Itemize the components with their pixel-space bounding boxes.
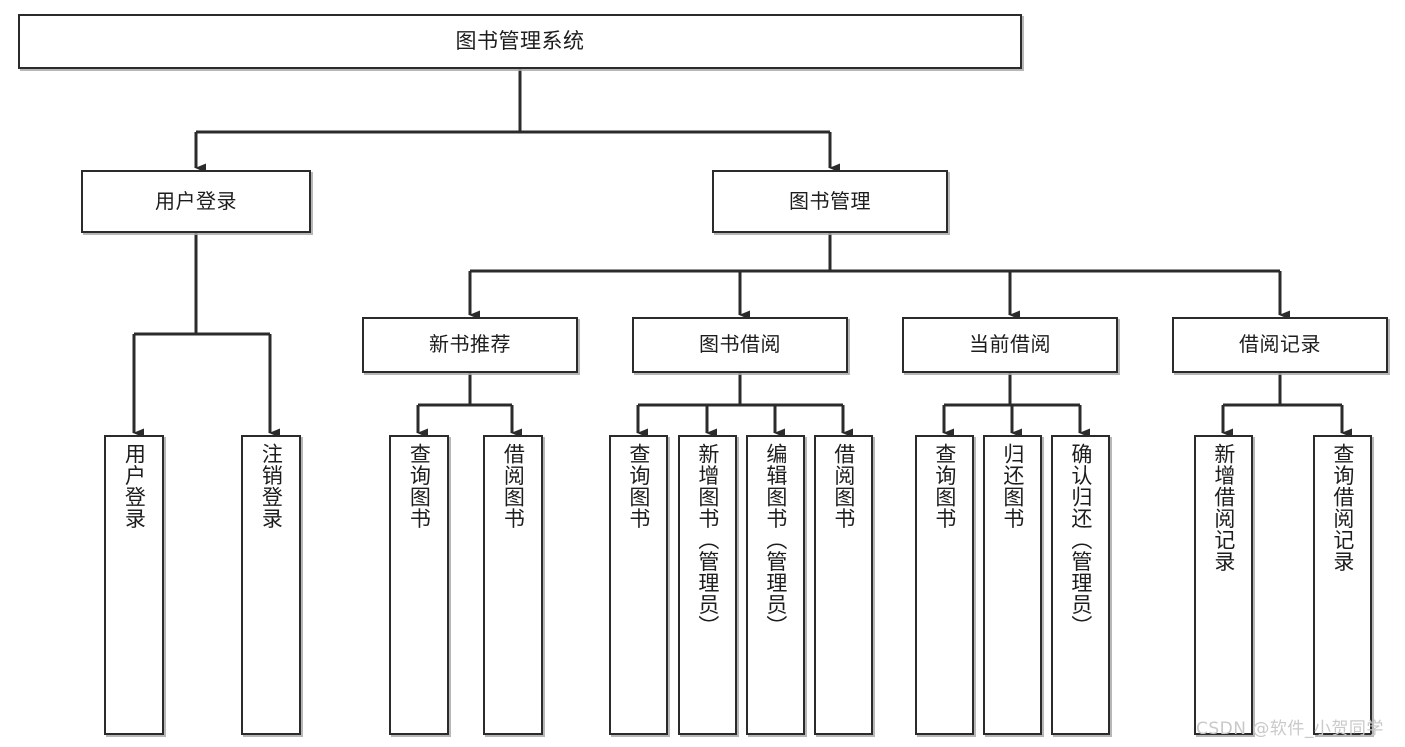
node-root-label: 图书管理系统	[455, 29, 585, 54]
leaf-borrow-book-1[interactable]: 借阅图书	[483, 435, 543, 735]
leaf-edit-book[interactable]: 编辑图书（管理员）	[746, 435, 805, 735]
leaf-borrow-book-2[interactable]: 借阅图书	[814, 435, 873, 735]
leaf-borrow-book-1-label: 借阅图书	[501, 443, 526, 529]
node-book-manage-label: 图书管理	[789, 188, 871, 213]
node-current-borrow[interactable]: 当前借阅	[902, 317, 1118, 373]
leaf-query-book-2[interactable]: 查询图书	[609, 435, 668, 735]
leaf-return-book-label: 归还图书	[1000, 443, 1025, 529]
node-new-book-recommend-label: 新书推荐	[429, 332, 511, 357]
leaf-logout-label: 注销登录	[259, 443, 284, 529]
node-root[interactable]: 图书管理系统	[18, 14, 1022, 69]
node-book-borrow[interactable]: 图书借阅	[632, 317, 848, 373]
leaf-add-book[interactable]: 新增图书（管理员）	[678, 435, 737, 735]
leaf-return-book[interactable]: 归还图书	[983, 435, 1042, 735]
leaf-query-record[interactable]: 查询借阅记录	[1313, 435, 1372, 735]
node-borrow-record-label: 借阅记录	[1239, 332, 1321, 357]
leaf-query-book-2-label: 查询图书	[626, 443, 651, 529]
leaf-confirm-return-label: 确认归还（管理员）	[1068, 443, 1093, 637]
node-new-book-recommend[interactable]: 新书推荐	[362, 317, 578, 373]
leaf-confirm-return[interactable]: 确认归还（管理员）	[1051, 435, 1110, 735]
node-user-login-label: 用户登录	[155, 188, 237, 213]
leaf-user-login[interactable]: 用户登录	[104, 435, 164, 735]
node-user-login[interactable]: 用户登录	[81, 170, 311, 233]
leaf-query-book-1[interactable]: 查询图书	[389, 435, 449, 735]
node-current-borrow-label: 当前借阅	[969, 332, 1051, 357]
leaf-logout[interactable]: 注销登录	[241, 435, 301, 735]
leaf-query-book-1-label: 查询图书	[407, 443, 432, 529]
node-borrow-record[interactable]: 借阅记录	[1172, 317, 1388, 373]
leaf-add-record[interactable]: 新增借阅记录	[1194, 435, 1253, 735]
leaf-user-login-label: 用户登录	[122, 443, 147, 529]
leaf-edit-book-label: 编辑图书（管理员）	[763, 443, 788, 637]
leaf-borrow-book-2-label: 借阅图书	[831, 443, 856, 529]
leaf-add-record-label: 新增借阅记录	[1211, 443, 1236, 572]
node-book-manage[interactable]: 图书管理	[712, 170, 948, 233]
node-book-borrow-label: 图书借阅	[699, 332, 781, 357]
leaf-query-book-3-label: 查询图书	[932, 443, 957, 529]
leaf-query-book-3[interactable]: 查询图书	[915, 435, 974, 735]
leaf-add-book-label: 新增图书（管理员）	[695, 443, 720, 637]
leaf-query-record-label: 查询借阅记录	[1330, 443, 1355, 572]
csdn-watermark: CSDN @软件_小贺同学	[1196, 719, 1384, 739]
